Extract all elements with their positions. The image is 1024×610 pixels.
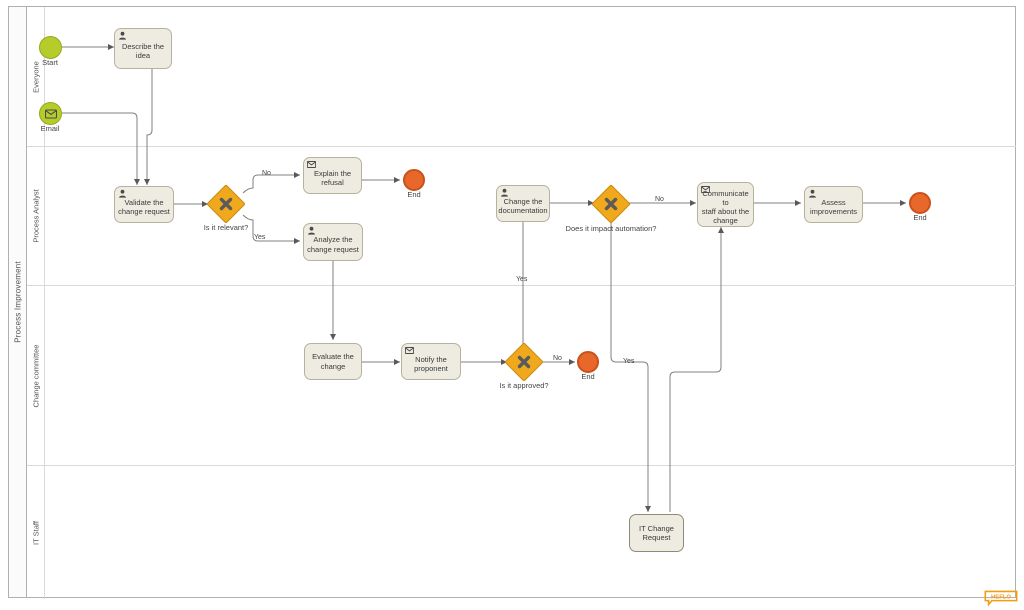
task-label: Describe the idea	[121, 41, 165, 60]
end-event-refusal-label: End	[407, 190, 421, 199]
exclusive-x-icon	[517, 355, 531, 369]
lane-label-it-staff: IT Staff	[31, 520, 40, 545]
lane-header-everyone: Everyone	[27, 7, 45, 146]
envelope-icon	[44, 109, 57, 118]
lane-it-staff: IT Staff	[27, 466, 1016, 599]
flow-label-impact-yes: Yes	[623, 358, 635, 365]
envelope-icon	[701, 186, 710, 193]
gateway-is-it-approved[interactable]	[504, 342, 544, 382]
envelope-icon	[307, 161, 316, 168]
lane-everyone: Everyone	[27, 7, 1016, 147]
lane-header-process-analyst: Process Analyst	[27, 147, 45, 285]
lane-header-it-staff: IT Staff	[27, 466, 45, 599]
exclusive-x-icon	[219, 197, 233, 211]
envelope-icon	[405, 347, 414, 354]
start-event-label: Start	[42, 58, 58, 67]
user-icon	[501, 188, 508, 197]
watermark-text: HEFLO	[991, 594, 1011, 600]
end-event-not-approved[interactable]	[577, 351, 599, 373]
heflo-logo-watermark: HEFLO	[984, 590, 1018, 606]
lane-label-change-committee: Change committee	[31, 344, 40, 407]
gateway-does-it-impact-automation[interactable]	[591, 184, 631, 224]
end-event-not-approved-label: End	[581, 372, 595, 381]
lane-label-everyone: Everyone	[31, 60, 40, 93]
pool-process-improvement: Process Improvement Everyone Process Ana…	[8, 6, 1016, 599]
start-event[interactable]	[39, 36, 62, 59]
pool-title: Process Improvement	[13, 261, 22, 343]
flow-label-impact-no: No	[655, 196, 664, 203]
user-icon	[119, 189, 126, 198]
exclusive-x-icon	[604, 197, 618, 211]
task-explain-the-refusal[interactable]: Explain the refusal	[303, 157, 362, 194]
flow-label-approved-yes: Yes	[516, 276, 528, 283]
task-label: Explain the refusal	[313, 168, 352, 187]
flow-label-approved-no: No	[553, 355, 562, 362]
user-icon	[308, 226, 315, 235]
lane-change-committee: Change committee	[27, 286, 1016, 466]
task-describe-the-idea[interactable]: Describe the idea	[114, 28, 172, 69]
end-event-refusal[interactable]	[403, 169, 425, 191]
end-event-assess[interactable]	[909, 192, 931, 214]
gateway-is-it-relevant-label: Is it relevant?	[203, 223, 249, 232]
flow-label-relevant-yes: Yes	[254, 234, 266, 241]
lane-header-change-committee: Change committee	[27, 286, 45, 465]
gateway-is-it-approved-label: Is it approved?	[499, 381, 549, 390]
gateway-is-it-relevant[interactable]	[206, 184, 246, 224]
end-event-assess-label: End	[913, 213, 927, 222]
lane-label-process-analyst: Process Analyst	[31, 189, 40, 243]
gateway-does-it-impact-automation-label: Does it impact automation?	[565, 224, 657, 233]
user-icon	[809, 189, 816, 198]
message-start-event-email[interactable]	[39, 102, 62, 125]
message-start-event-label: Email	[40, 124, 60, 133]
lane-process-analyst: Process Analyst	[27, 147, 1016, 286]
flow-label-relevant-no: No	[262, 170, 271, 177]
pool-header: Process Improvement	[9, 7, 27, 597]
user-icon	[119, 31, 126, 40]
